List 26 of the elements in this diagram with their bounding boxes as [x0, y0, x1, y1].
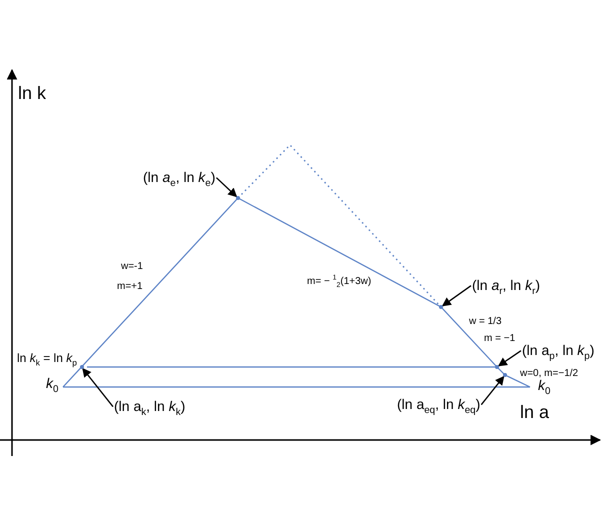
slope-label: m= − $^{1}$$_{2}$(1+3w) — [307, 276, 372, 287]
point-label: (ln a$_{r}$, ln k$_{r}$) — [472, 278, 540, 294]
axis-label: ln k$_{k}$ = ln k$_{p}$ — [17, 352, 77, 366]
axis-label: ln k — [18, 84, 46, 104]
slope-label: w=0, m=−1/2 — [520, 368, 578, 379]
slope-label: m=+1 — [117, 281, 143, 292]
slope-label: w = 1/3 — [469, 316, 502, 327]
leader-arrow — [442, 285, 472, 306]
slope-label: m = −1 — [484, 333, 516, 344]
curve-point — [439, 305, 443, 309]
point-label: (ln a$_{e}$, ln k$_{e}$) — [143, 170, 216, 186]
curve-point — [503, 373, 507, 377]
point-label: (ln a$_{p}$, ln k$_{p}$) — [522, 343, 594, 358]
axis-label: ln a — [520, 403, 550, 423]
slope-label: w=-1 — [121, 261, 143, 272]
leader-arrow — [498, 350, 522, 366]
curve-point — [495, 365, 499, 369]
leader-arrow — [216, 177, 238, 198]
axis-label: k$_{0}$ — [46, 376, 58, 392]
leader-arrow — [480, 376, 504, 406]
curve-point — [80, 365, 84, 369]
point-label: (ln a$_{k}$, ln k$_{k}$) — [114, 399, 186, 414]
point-label: (ln a$_{eq}$, ln k$_{eq}$) — [397, 397, 480, 412]
leader-arrow — [82, 368, 114, 408]
axis-label: k$_{0}$ — [538, 378, 550, 394]
curve-point — [236, 196, 240, 200]
